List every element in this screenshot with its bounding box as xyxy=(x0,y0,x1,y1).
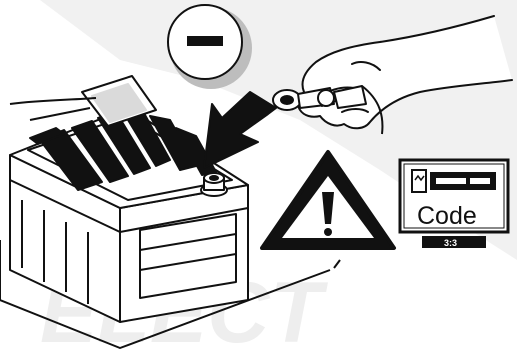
connector-line xyxy=(334,260,340,268)
code-sub-label: 3:3 xyxy=(444,238,457,248)
warning-triangle-icon xyxy=(262,152,394,248)
code-label: Code xyxy=(417,202,477,230)
arrow-icon xyxy=(204,92,276,168)
